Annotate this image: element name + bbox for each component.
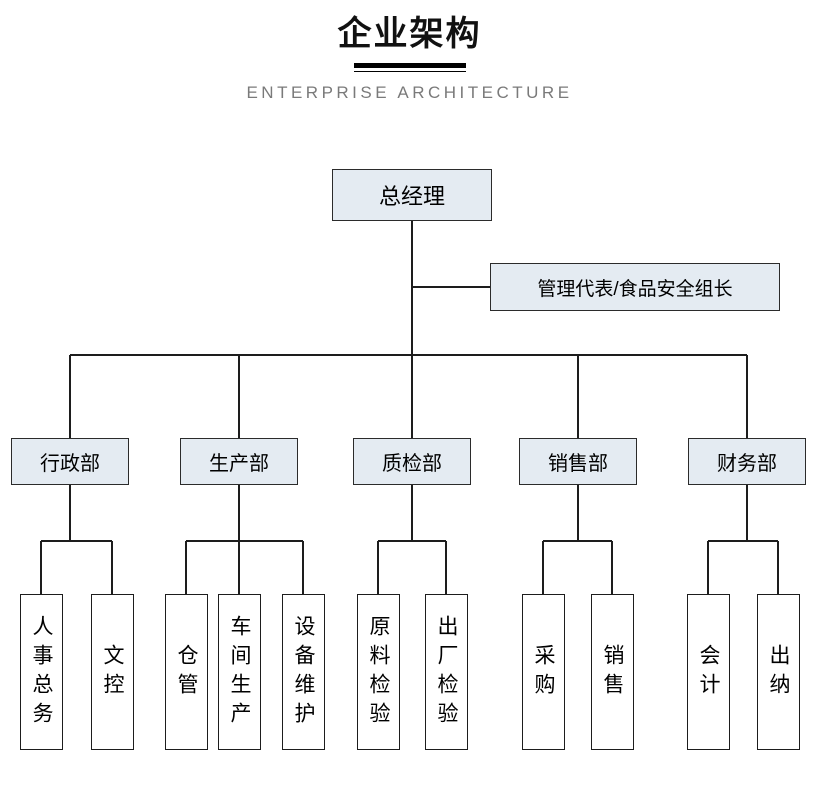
node-dept-administration[interactable]: 行政部 (11, 438, 129, 485)
node-dept-production[interactable]: 生产部 (180, 438, 298, 485)
node-leaf-warehouse[interactable]: 仓管 (165, 594, 208, 750)
node-leaf-accounting[interactable]: 会计 (687, 594, 730, 750)
node-leaf-equipment-maintenance[interactable]: 设备维护 (282, 594, 325, 750)
page-header: 企业架构 ENTERPRISE ARCHITECTURE (0, 0, 819, 103)
node-dept-finance[interactable]: 财务部 (688, 438, 806, 485)
node-leaf-cashier[interactable]: 出纳 (757, 594, 800, 750)
node-management-representative[interactable]: 管理代表/食品安全组长 (490, 263, 780, 311)
node-dept-sales[interactable]: 销售部 (519, 438, 637, 485)
page-subtitle: ENTERPRISE ARCHITECTURE (246, 83, 573, 103)
page-title: 企业架构 (337, 15, 482, 53)
node-leaf-selling[interactable]: 销售 (591, 594, 634, 750)
node-dept-quality-inspection[interactable]: 质检部 (353, 438, 471, 485)
title-divider-thick (353, 63, 466, 69)
node-leaf-workshop-production[interactable]: 车间生产 (218, 594, 261, 750)
node-leaf-hr-general-affairs[interactable]: 人事总务 (20, 594, 63, 750)
title-divider-thin (353, 71, 466, 73)
node-leaf-document-control[interactable]: 文控 (91, 594, 134, 750)
title-divider (353, 63, 466, 73)
node-leaf-raw-material-inspection[interactable]: 原料检验 (357, 594, 400, 750)
node-leaf-purchasing[interactable]: 采购 (522, 594, 565, 750)
node-leaf-factory-inspection[interactable]: 出厂检验 (425, 594, 468, 750)
node-general-manager[interactable]: 总经理 (332, 169, 492, 221)
